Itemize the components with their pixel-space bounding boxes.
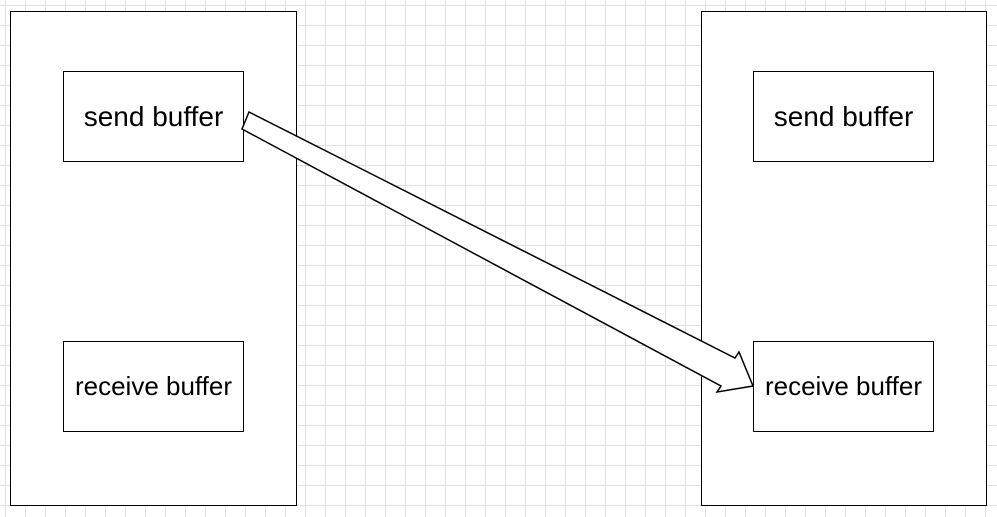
left-send-buffer: send buffer — [63, 71, 244, 162]
right-receive-buffer-label: receive buffer — [764, 371, 923, 401]
right-send-buffer-label: send buffer — [773, 100, 914, 132]
left-send-buffer-label: send buffer — [83, 100, 224, 132]
left-receive-buffer-label: receive buffer — [74, 371, 233, 401]
left-receive-buffer: receive buffer — [63, 341, 244, 432]
right-receive-buffer: receive buffer — [753, 341, 934, 432]
right-send-buffer: send buffer — [753, 71, 934, 162]
send-to-receive-arrow — [241, 110, 755, 394]
